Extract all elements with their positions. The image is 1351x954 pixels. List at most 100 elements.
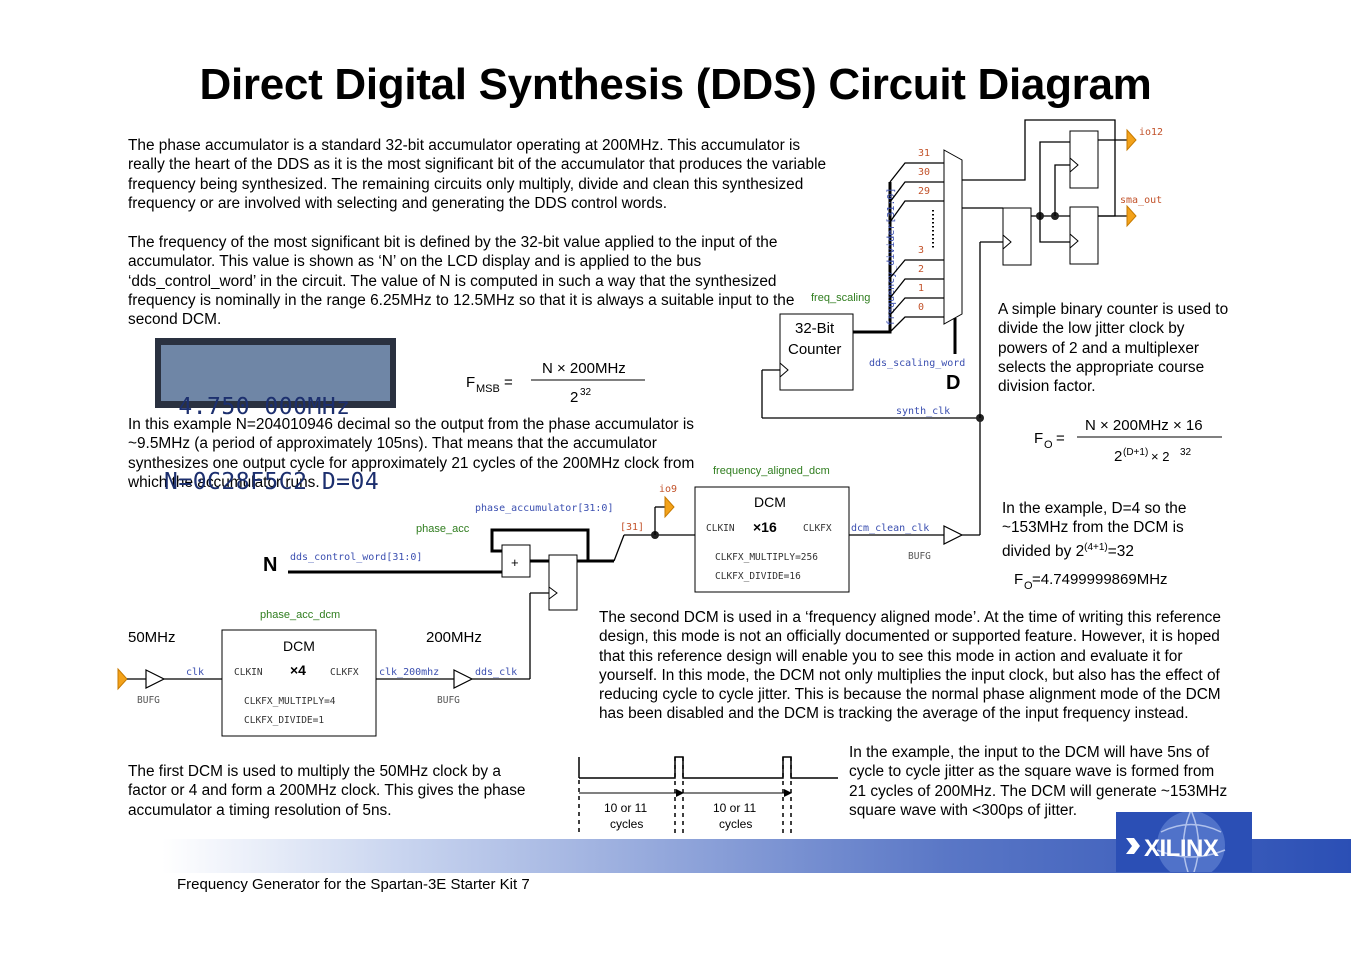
label-synth-clk: synth_clk bbox=[896, 406, 950, 417]
label-io12: io12 bbox=[1139, 127, 1163, 138]
dcm2-section: frequency_aligned_dcm DCM CLKIN ×16 CLKF… bbox=[694, 418, 981, 593]
label-phase-acc: phase_acc bbox=[416, 523, 470, 535]
bufg1-icon bbox=[145, 669, 166, 689]
label-clk-200mhz: clk_200mhz bbox=[379, 667, 439, 678]
fmsb-subscript: MSB bbox=[476, 383, 500, 395]
label-phase-accumulator: phase_accumulator[31:0] bbox=[475, 503, 613, 514]
fo-result-value: =4.7499999869MHz bbox=[1032, 571, 1168, 588]
globe-icon bbox=[1126, 812, 1226, 872]
paragraph-second-dcm: The second DCM is used in a ‘frequency a… bbox=[599, 609, 1221, 723]
counter-block bbox=[779, 313, 854, 391]
dcm2-param-multiply: CLKFX_MULTIPLY=256 bbox=[715, 552, 818, 563]
dcm1-param-divide: CLKFX_DIVIDE=1 bbox=[244, 715, 324, 726]
fmsb-denominator: 2 bbox=[570, 389, 578, 406]
lcd-line-frequency: 4.750 000MHz bbox=[164, 394, 351, 420]
label-frequency-divider: frequency_divider[31:0] bbox=[886, 188, 897, 326]
label-dcm-clean-clk: dcm_clean_clk bbox=[851, 523, 929, 534]
paragraph-first-dcm: The first DCM is used to multiply the 50… bbox=[128, 763, 526, 819]
page-title: Direct Digital Synthesis (DDS) Circuit D… bbox=[199, 60, 1152, 109]
xilinx-logo: XILINX bbox=[1116, 812, 1252, 872]
dcm2-block bbox=[694, 486, 850, 593]
fmsb-exponent: 32 bbox=[580, 387, 592, 398]
label-dds-scaling-word: dds_scaling_word bbox=[869, 358, 965, 369]
label-dds-clk: dds_clk bbox=[475, 667, 517, 678]
label-n: N bbox=[263, 554, 277, 576]
fo-subscript: O bbox=[1044, 439, 1053, 451]
dcm2-param-divide: CLKFX_DIVIDE=16 bbox=[715, 571, 801, 582]
fmsb-label: F bbox=[466, 374, 475, 391]
label-phase-acc-dcm: phase_acc_dcm bbox=[260, 609, 340, 621]
frequency-divider-bus bbox=[853, 182, 892, 334]
dcm1-section: 50MHz 200MHz phase_acc_dcm BUFG clk DCM … bbox=[117, 592, 549, 737]
fo-result-subscript: O bbox=[1024, 580, 1033, 592]
example-d-text: In the example, D=4 so the ~153MHz from … bbox=[1002, 500, 1187, 560]
mux-bit-29: 29 bbox=[918, 186, 930, 197]
bufg3-icon bbox=[943, 525, 964, 545]
cycles-label-1a: 10 or 11 bbox=[604, 801, 647, 815]
counter-line1: 32-Bit bbox=[795, 320, 835, 337]
paragraph-example-n: In this example N=204010946 decimal so t… bbox=[128, 416, 695, 491]
footer-text: Frequency Generator for the Spartan-3E S… bbox=[177, 876, 530, 893]
dcm1-param-multiply: CLKFX_MULTIPLY=4 bbox=[244, 696, 336, 707]
cycles-label-1b: cycles bbox=[610, 817, 643, 831]
fo-numerator: N × 200MHz × 16 bbox=[1085, 417, 1203, 434]
fo-formula: F O = N × 200MHz × 16 2 (D+1) × 2 32 F O… bbox=[1014, 417, 1222, 592]
adder-symbol: + bbox=[511, 555, 519, 570]
label-freq-scaling: freq_scaling bbox=[811, 292, 870, 304]
dcm1-title: DCM bbox=[283, 638, 315, 654]
label-frequency-aligned-dcm: frequency_aligned_dcm bbox=[713, 465, 830, 477]
phase-accumulator-section: N dds_control_word[31:0] + phase_acc pha… bbox=[263, 484, 695, 611]
bufg3-label: BUFG bbox=[908, 551, 931, 562]
output-port-sma-out bbox=[1126, 204, 1137, 228]
paragraph-binary-counter: A simple binary counter is used to divid… bbox=[998, 301, 1229, 396]
bufg1-label: BUFG bbox=[137, 695, 160, 706]
timing-diagram: 10 or 11 cycles 10 or 11 cycles bbox=[578, 756, 838, 834]
fo-den-times: × 2 bbox=[1151, 449, 1169, 464]
mux-bit-2: 2 bbox=[918, 264, 924, 275]
output-port-io12 bbox=[1126, 128, 1137, 152]
fo-result-label: F bbox=[1014, 571, 1023, 588]
paragraph-phase-accumulator: The phase accumulator is a standard 32-b… bbox=[128, 137, 827, 212]
mux-bit-3: 3 bbox=[918, 245, 924, 256]
mux-bit-labels: 31 30 29 3 2 1 0 bbox=[918, 148, 930, 313]
dcm2-multiplier: ×16 bbox=[753, 519, 777, 535]
paragraph-frequency-msb: The frequency of the most significant bi… bbox=[128, 234, 795, 329]
fo-equals: = bbox=[1056, 430, 1065, 447]
counter-line2: Counter bbox=[788, 341, 841, 358]
dcm2-clkfx: CLKFX bbox=[803, 523, 832, 534]
logo-text: XILINX bbox=[1144, 835, 1219, 862]
dcm1-clkin: CLKIN bbox=[234, 667, 263, 678]
paragraph-example-d: In the example, D=4 so the ~153MHz from … bbox=[1002, 499, 1222, 561]
label-200mhz: 200MHz bbox=[426, 629, 482, 646]
cycles-label-2b: cycles bbox=[719, 817, 752, 831]
dcm2-title: DCM bbox=[754, 494, 786, 510]
lcd-display-photo: 4.750 000MHz N=0C28F5C2 D=04 bbox=[155, 338, 396, 495]
fmsb-numerator: N × 200MHz bbox=[542, 360, 626, 377]
mux-bit-1: 1 bbox=[918, 283, 924, 294]
accumulator-register bbox=[548, 554, 578, 611]
bufg2-label: BUFG bbox=[437, 695, 460, 706]
toggle-register-1 bbox=[1002, 207, 1032, 266]
paragraph-dcm-jitter: In the example, the input to the DCM wil… bbox=[849, 744, 1228, 819]
fmsb-equals: = bbox=[504, 374, 513, 391]
bufg2-icon bbox=[453, 669, 474, 689]
mux-bit-0: 0 bbox=[918, 302, 924, 313]
output-register-io12 bbox=[1069, 130, 1099, 189]
example-d-result: =32 bbox=[1107, 542, 1134, 560]
label-dds-control-word: dds_control_word[31:0] bbox=[290, 552, 422, 563]
output-register-sma bbox=[1069, 206, 1099, 265]
dcm1-multiplier: ×4 bbox=[290, 662, 306, 678]
label-d: D bbox=[946, 372, 960, 394]
fo-den-base: 2 bbox=[1114, 448, 1122, 465]
fo-label: F bbox=[1034, 430, 1043, 447]
label-bit31: [31] bbox=[620, 522, 644, 533]
label-50mhz: 50MHz bbox=[128, 629, 176, 646]
example-d-exponent: (4+1) bbox=[1084, 541, 1108, 553]
dcm1-block bbox=[221, 629, 377, 737]
dcm2-clkin: CLKIN bbox=[706, 523, 735, 534]
fmsb-formula: F MSB = N × 200MHz 2 32 bbox=[466, 360, 645, 406]
multiplexer-block bbox=[943, 149, 963, 325]
fo-den-exp1: (D+1) bbox=[1123, 447, 1148, 458]
dcm1-clkfx: CLKFX bbox=[330, 667, 359, 678]
